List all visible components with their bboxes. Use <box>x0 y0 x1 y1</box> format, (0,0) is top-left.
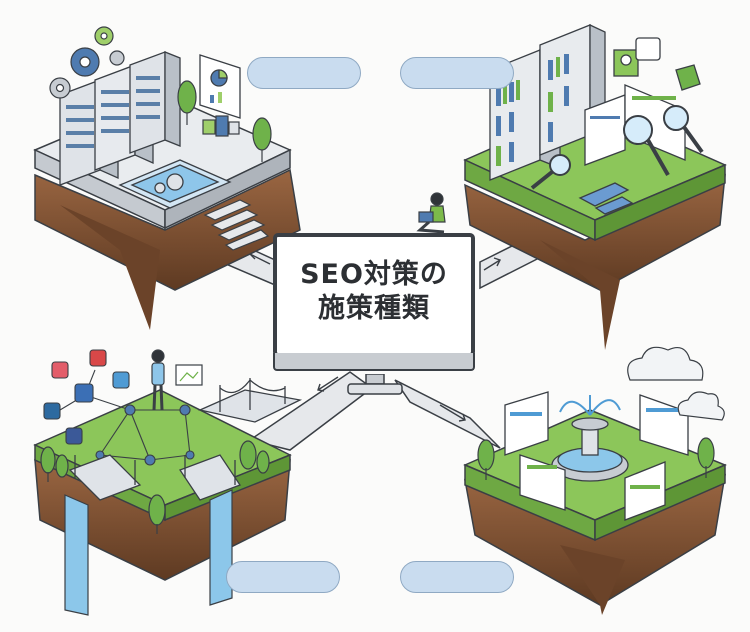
person-laptop-icon <box>416 192 446 234</box>
chart-board-icon <box>199 54 241 119</box>
magnifier-icon <box>530 105 704 190</box>
island-local-seo <box>463 346 727 615</box>
laptop-icon <box>418 211 434 223</box>
tree-icon <box>177 80 272 162</box>
island-content-seo <box>463 23 727 350</box>
social-app-icons <box>43 349 130 445</box>
monitor-bezel <box>273 353 475 371</box>
tree-icon <box>477 437 715 480</box>
walkway-arrows <box>248 250 501 422</box>
cloud-icon <box>627 346 725 421</box>
image-card-icon <box>175 364 203 386</box>
stairs <box>203 199 270 251</box>
monitor-stand <box>347 374 403 395</box>
fountain-icon <box>551 395 629 482</box>
blocks <box>202 115 240 137</box>
tablet-icon <box>118 159 232 209</box>
page-title: SEO対策の 施策種類 <box>300 258 448 326</box>
profile-card-icon <box>613 37 661 77</box>
tree-icon <box>40 440 270 534</box>
island-external-seo <box>33 349 303 616</box>
island-technical-seo <box>33 26 301 330</box>
server-rack-icon <box>59 51 181 186</box>
gear-icon <box>49 26 125 99</box>
label-top-right <box>400 57 514 89</box>
tag-icon <box>578 64 701 215</box>
label-top-left <box>247 57 361 89</box>
label-bottom-right <box>400 561 514 593</box>
social-network-icon <box>59 369 195 466</box>
center-monitor: SEO対策の 施策種類 <box>273 233 475 371</box>
person-icon <box>151 349 165 411</box>
title-line-2: 施策種類 <box>318 293 430 324</box>
title-line-1: SEO対策の <box>300 259 448 291</box>
bridge-icon <box>68 378 303 501</box>
webpage-icon <box>504 391 689 521</box>
label-bottom-left <box>226 561 340 593</box>
